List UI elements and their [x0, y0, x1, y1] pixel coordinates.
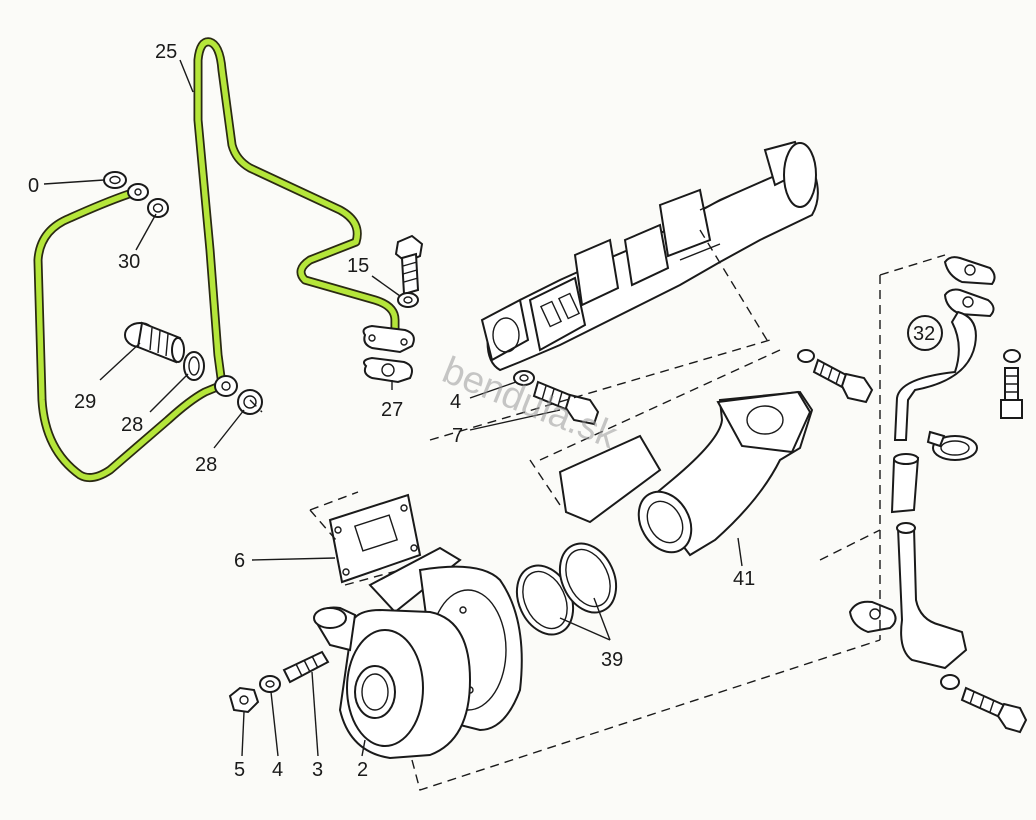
label-30: 30 — [118, 251, 140, 273]
label-4-turbo: 4 — [272, 759, 283, 781]
label-4-manifold: 4 — [450, 391, 461, 413]
callout-labels: 0 25 30 15 29 28 28 27 4 7 32 6 41 39 5 … — [28, 41, 943, 781]
washer-32-bottom — [940, 674, 960, 690]
bolt-15 — [394, 234, 424, 296]
label-5: 5 — [234, 759, 245, 781]
sealing-ring-28-a — [183, 351, 205, 381]
label-27: 27 — [381, 399, 403, 421]
banjo-fitting-top — [127, 183, 149, 201]
bolt-32-top — [1000, 367, 1023, 419]
label-30-cut: 0 — [28, 175, 39, 197]
banjo-fitting-lower — [214, 375, 238, 397]
pipe-flange-32-mid — [943, 288, 995, 318]
exhaust-elbow-41 — [558, 390, 814, 557]
label-6: 6 — [234, 550, 245, 572]
bolt-32-bottom — [960, 686, 1028, 734]
washer-4-manifold — [513, 370, 535, 386]
exhaust-manifold — [480, 140, 819, 372]
washer-30-top — [103, 171, 127, 189]
label-32-circle — [907, 315, 943, 351]
label-15: 15 — [347, 255, 369, 277]
assembly-lines — [249, 229, 946, 791]
pipe-flange-32-top — [943, 256, 996, 286]
flange-27-upper — [362, 324, 415, 354]
flange-27-gasket — [363, 356, 413, 384]
turbo-inlet-gasket-6 — [328, 493, 422, 584]
label-41: 41 — [733, 568, 755, 590]
label-28-b: 28 — [195, 454, 217, 476]
hose-clamp — [926, 430, 978, 461]
stud-3 — [282, 650, 330, 684]
washer-32-top — [1003, 349, 1021, 363]
washer-15 — [397, 292, 419, 308]
label-25: 25 — [155, 41, 177, 63]
washer-4-turbo — [259, 675, 281, 693]
label-7: 7 — [452, 425, 463, 447]
bolt-41 — [812, 358, 874, 404]
label-3: 3 — [312, 759, 323, 781]
pipe-32-lower — [848, 522, 968, 670]
oil-pipe-25-highlighted[interactable] — [193, 37, 400, 390]
label-2: 2 — [357, 759, 368, 781]
nut-5 — [228, 686, 260, 714]
label-32: 32 — [913, 323, 935, 345]
manifold-bolt-7 — [532, 380, 600, 426]
washer-30 — [147, 198, 169, 218]
turbocharger-2 — [313, 546, 523, 760]
label-39: 39 — [601, 649, 623, 671]
pipe-32-upper — [893, 310, 977, 441]
washer-41-top — [797, 349, 815, 363]
label-29: 29 — [74, 391, 96, 413]
oil-return-pipe-highlighted[interactable] — [33, 187, 227, 483]
label-28-a: 28 — [121, 414, 143, 436]
banjo-bolt-29 — [124, 321, 185, 364]
watermark: bendula.sk — [437, 349, 624, 457]
rubber-hose — [890, 453, 920, 514]
sealing-rings-39 — [515, 542, 618, 636]
leader-lines — [43, 59, 743, 757]
sealing-ring-28-b — [237, 389, 263, 415]
